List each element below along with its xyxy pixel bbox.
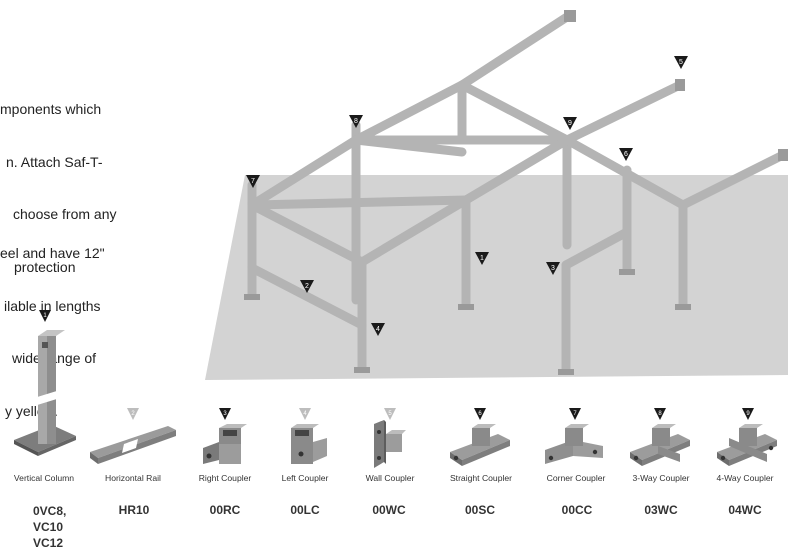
3-way-coupler-icon (630, 424, 690, 466)
svg-text:5: 5 (679, 59, 683, 66)
part-code: 00RC (209, 503, 241, 517)
callout-marker: 9 (563, 117, 577, 130)
part-name: Wall Coupler (365, 473, 415, 483)
marker-dark: 3 (219, 408, 231, 420)
right-coupler-icon (203, 424, 247, 464)
marker-light: 4 (299, 408, 311, 420)
marker-light: 2 (127, 408, 139, 420)
part-name: Right Coupler (198, 473, 252, 483)
part-corner-coupler: 7 (535, 408, 615, 468)
part-3-way-coupler: 8 (620, 408, 700, 468)
part-code: 0VC8, (33, 504, 67, 518)
marker-light: 5 (384, 408, 396, 420)
svg-text:6: 6 (624, 151, 628, 158)
structure-illustration: 8 9 5 6 7 1 2 3 4 (205, 10, 788, 380)
floor-plane (205, 175, 788, 380)
part-code: 00CC (561, 503, 593, 517)
part-code: HR10 (118, 503, 150, 517)
callout-marker: 3 (546, 262, 560, 275)
part-straight-coupler: 6 (440, 408, 520, 468)
part-name: Straight Coupler (449, 473, 513, 483)
callout-marker: 8 (349, 115, 363, 128)
svg-text:9: 9 (568, 120, 572, 127)
intro-line: eel and have 12" (0, 245, 105, 261)
intro-paragraph-1: mponents which n. Attach Saf-T- choose f… (0, 66, 117, 294)
svg-text:2: 2 (131, 411, 135, 417)
part-code: 03WC (644, 503, 678, 517)
svg-text:4: 4 (376, 326, 380, 333)
part-name: 3-Way Coupler (632, 473, 690, 483)
4-way-coupler-icon (717, 424, 777, 466)
svg-text:1: 1 (43, 313, 47, 319)
part-code: 00SC (464, 503, 496, 517)
intro-line: choose from any (13, 206, 117, 222)
base-plates (244, 10, 788, 375)
callout-marker: 5 (674, 56, 688, 69)
intro-line: n. Attach Saf-T- (6, 153, 103, 170)
intro-line: mponents which (0, 101, 102, 117)
part-name: Left Coupler (281, 473, 329, 483)
svg-text:6: 6 (478, 411, 482, 417)
part-code: VC10 (33, 520, 64, 534)
part-code-list: 0VC8, VC10 VC12 (33, 503, 66, 551)
marker-dark: 6 (474, 408, 486, 420)
horizontal-rail-icon (90, 426, 176, 464)
svg-text:2: 2 (305, 283, 309, 290)
svg-text:8: 8 (354, 118, 358, 125)
svg-text:5: 5 (388, 411, 392, 417)
marker-dark: 7 (569, 408, 581, 420)
pipe-frame (247, 10, 788, 375)
marker-dark: 1 (39, 310, 51, 322)
svg-text:3: 3 (223, 411, 227, 417)
part-code: 00WC (372, 503, 406, 517)
svg-text:9: 9 (746, 411, 750, 417)
intro-line: ilable in lengths (4, 297, 101, 314)
marker-dark: 8 (654, 408, 666, 420)
callout-marker: 4 (371, 323, 385, 336)
part-vertical-column: 1 (10, 310, 80, 460)
part-code: VC12 (33, 536, 64, 550)
part-name: Corner Coupler (546, 473, 606, 483)
svg-text:3: 3 (551, 265, 555, 272)
part-wall-coupler: 5 (355, 408, 425, 468)
vertical-column-icon (14, 330, 76, 456)
part-left-coupler: 4 (270, 408, 340, 468)
part-code: 04WC (728, 503, 762, 517)
straight-coupler-icon (450, 424, 510, 466)
svg-text:8: 8 (658, 411, 662, 417)
part-name: Horizontal Rail (105, 473, 161, 483)
part-code: 00LC (290, 503, 320, 517)
callout-marker: 7 (246, 175, 260, 188)
callout-marker: 2 (300, 280, 314, 293)
part-name: 4-Way Coupler (716, 473, 774, 483)
part-4-way-coupler: 9 (708, 408, 788, 468)
corner-coupler-icon (545, 424, 603, 464)
wall-coupler-icon (374, 420, 406, 468)
svg-text:1: 1 (480, 255, 484, 262)
svg-text:7: 7 (573, 411, 577, 417)
part-name: Vertical Column (13, 473, 75, 483)
svg-text:4: 4 (303, 411, 307, 417)
intro-line: protection (14, 258, 76, 275)
part-horizontal-rail: 2 (88, 408, 178, 468)
marker-dark: 9 (742, 408, 754, 420)
callout-marker: 1 (475, 252, 489, 265)
left-coupler-icon (291, 424, 327, 464)
callout-marker: 6 (619, 148, 633, 161)
part-right-coupler: 3 (190, 408, 260, 468)
svg-text:7: 7 (251, 178, 255, 185)
